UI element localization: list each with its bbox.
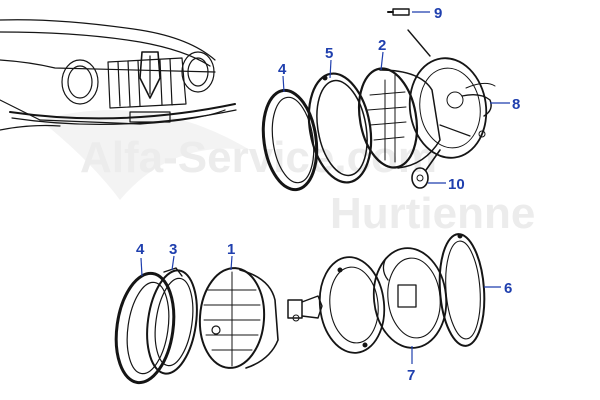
bottom-assembly [114, 233, 486, 385]
watermark-line2: Hurtienne [330, 189, 535, 238]
callout-5: 5 [325, 45, 333, 62]
part-7-housing [372, 247, 448, 349]
part-8-housing [408, 57, 496, 159]
part-6-ring [438, 233, 486, 347]
bulb-socket [287, 295, 323, 322]
callout-4-bottom: 4 [136, 241, 145, 258]
leader-lines [140, 11, 510, 364]
watermark: Alfa-Service.com Hurtienne [40, 110, 535, 238]
callout-6: 6 [504, 280, 512, 297]
callout-8: 8 [512, 96, 520, 113]
part-4-rim-top [261, 88, 319, 192]
part-10-bracket [411, 149, 441, 189]
watermark-line1: Alfa-Service.com [80, 133, 437, 182]
callout-2: 2 [378, 37, 386, 54]
callout-7: 7 [407, 367, 415, 384]
callout-9: 9 [434, 5, 442, 22]
part-1-lamp-unit [198, 267, 279, 369]
callout-3: 3 [169, 241, 177, 258]
callouts: 9 5 2 4 8 10 4 3 1 6 7 [136, 5, 520, 384]
callout-10: 10 [448, 176, 465, 193]
part-9-screw [387, 8, 431, 57]
reflector-bowl [318, 256, 386, 354]
part-4-rim-bottom [114, 271, 176, 385]
top-assembly [261, 8, 496, 192]
part-3-ring [146, 267, 198, 375]
callout-1: 1 [227, 241, 235, 258]
car-front-illustration [0, 19, 237, 131]
part-2-lamp-unit [357, 67, 441, 169]
callout-4-top: 4 [278, 61, 287, 78]
